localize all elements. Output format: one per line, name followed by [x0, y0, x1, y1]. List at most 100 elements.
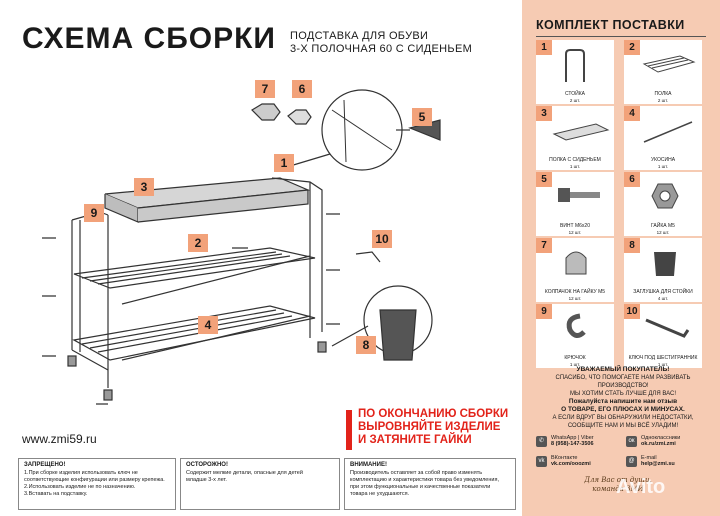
part-number: 3 — [536, 106, 552, 121]
contact-vk[interactable]: vk ВКонтакте vk.com/ooozmi — [536, 452, 620, 470]
thanks-heading: УВАЖАЕМЫЙ ПОКУПАТЕЛЬ! — [576, 366, 670, 373]
signature-stamp: Для Вас от души, команда ЗМИ — [566, 476, 670, 502]
part-number: 7 — [536, 238, 552, 253]
screw-icon — [558, 188, 600, 202]
part-card: 2 ПОЛКА 2 шт. — [624, 40, 702, 104]
odnoklassniki-icon: ок — [626, 435, 637, 447]
subtitle-line: 3-Х ПОЛОЧНАЯ 60 С СИДЕНЬЕМ — [290, 43, 473, 55]
callout-5: 5 — [412, 108, 432, 126]
part-card: 6 ГАЙКА М5 12 шт. — [624, 172, 702, 236]
part-qty: 2 шт. — [657, 98, 669, 103]
attention-title: ВНИМАНИЕ! — [350, 462, 387, 468]
callout-8: 8 — [356, 336, 376, 354]
upright-icon — [565, 49, 585, 82]
seat-shelf-icon — [552, 123, 610, 141]
thanks-line: МЫ ХОТИМ СТАТЬ ЛУЧШЕ ДЛЯ ВАС! — [569, 391, 677, 397]
part-number: 1 — [536, 40, 552, 55]
page-title: СХЕМА СБОРКИ — [22, 22, 276, 55]
part-card: 7 КОЛПАЧОК НА ГАЙКУ М5 12 шт. — [536, 238, 614, 302]
thanks-line: Пожалуйста напишите нам отзыв — [568, 398, 678, 405]
contact-value: vk.com/ooozmi — [551, 461, 591, 467]
callout-1: 1 — [274, 154, 294, 172]
contact-value: ok.ru/zmi.zmi — [641, 441, 676, 447]
part-qty: 1 шт. — [657, 164, 669, 169]
website-link[interactable]: www.zmi59.ru — [22, 432, 97, 446]
callout-9: 9 — [84, 204, 104, 222]
callout-4: 4 — [198, 316, 218, 334]
warning-bar — [346, 410, 352, 450]
callout-6: 6 — [292, 80, 312, 98]
part-label: УКОСИНА — [650, 157, 676, 163]
shoe-rack-drawing — [42, 89, 441, 405]
note-line: при этом функциональные и качественные п… — [350, 484, 491, 490]
part-qty: 1 шт. — [569, 362, 581, 367]
part-label: ПОЛКА — [654, 91, 672, 97]
contact-label: ВКонтакте — [551, 454, 578, 461]
thanks-line: О ТОВАРЕ, ЕГО ПЛЮСАХ И МИНУСАХ. — [561, 406, 685, 413]
part-qty: 12 шт. — [656, 230, 670, 235]
callout-10: 10 — [372, 230, 392, 248]
contact-value: 8 (958)-147-3506 — [551, 441, 594, 447]
end-plug-icon — [654, 252, 676, 276]
stamp-line: Для Вас от души, — [584, 476, 652, 484]
contact-whatsapp[interactable]: ✆ WhatsApp | Viber 8 (958)-147-3506 — [536, 432, 620, 450]
forbidden-title: ЗАПРЕЩЕНО! — [24, 462, 66, 468]
thanks-line: СПАСИБО, ЧТО ПОМОГАЕТЕ НАМ РАЗВИВАТЬ — [555, 375, 691, 381]
whatsapp-icon: ✆ — [536, 435, 547, 447]
part-card: 9 КРЮЧОК 1 шт. — [536, 304, 614, 368]
part-card: 3 ПОЛКА С СИДЕНЬЕМ 1 шт. — [536, 106, 614, 170]
finish-note-line: И ЗАТЯНИТЕ ГАЙКИ — [358, 434, 472, 446]
callout-2: 2 — [188, 234, 208, 252]
contact-label: Одноклассники — [641, 434, 681, 441]
divider — [536, 36, 706, 37]
thanks-line: СООБЩИТЕ НАМ И МЫ ВСЁ УЛАДИМ! — [567, 423, 679, 429]
finish-note-line: ПО ОКОНЧАНИЮ СБОРКИ — [358, 408, 509, 420]
contact-label: WhatsApp | Viber — [551, 434, 594, 441]
part-number: 9 — [536, 304, 552, 319]
thanks-line: А ЕСЛИ ВДРУГ ВЫ ОБНАРУЖИЛИ НЕДОСТАТКИ, — [552, 415, 694, 421]
stamp-line: команда ЗМИ — [592, 485, 644, 493]
note-line: 1.При сборке изделия использовать ключ н… — [24, 470, 138, 476]
part-number: 4 — [624, 106, 640, 121]
forbidden-box: ЗАПРЕЩЕНО! 1.При сборке изделия использо… — [18, 458, 176, 510]
part-qty: 12 шт. — [568, 296, 582, 301]
callout-3: 3 — [134, 178, 154, 196]
part-number: 10 — [624, 304, 640, 319]
contact-ok[interactable]: ок Одноклассники ok.ru/zmi.zmi — [626, 432, 710, 450]
finish-note-line: ВЫРОВНЯЙТЕ ИЗДЕЛИЕ — [358, 421, 501, 433]
nut-icon — [651, 183, 679, 209]
hook-icon — [566, 313, 586, 338]
caution-box: ОСТОРОЖНО! Содержит мелкие детали, опасн… — [180, 458, 340, 510]
kit-title: КОМПЛЕКТ ПОСТАВКИ — [536, 18, 685, 32]
brace-icon — [643, 121, 693, 143]
part-number: 8 — [624, 238, 640, 253]
part-qty: 1 шт. — [657, 362, 669, 367]
part-label: ВИНТ М6x20 — [560, 223, 590, 229]
attention-box: ВНИМАНИЕ! Производитель оставляет за соб… — [344, 458, 516, 510]
page-subtitle: ПОДСТАВКА ДЛЯ ОБУВИ 3-Х ПОЛОЧНАЯ 60 С СИ… — [290, 30, 472, 56]
shelf-icon — [642, 55, 696, 73]
avito-watermark: Avito — [616, 476, 666, 498]
part-number: 5 — [536, 172, 552, 187]
note-line: 3.Вставать на подставку. — [24, 491, 88, 497]
note-line: младше 3-х лет. — [186, 477, 227, 483]
part-number: 2 — [624, 40, 640, 55]
hex-key-icon — [645, 318, 690, 338]
finish-note: ПО ОКОНЧАНИЮ СБОРКИ ВЫРОВНЯЙТЕ ИЗДЕЛИЕ И… — [346, 408, 508, 450]
part-label: ЗАГЛУШКА ДЛЯ СТОЙКИ — [633, 289, 693, 295]
part-card: 10 КЛЮЧ ПОД ШЕСТИГРАННИК 1 шт. — [624, 304, 702, 368]
part-qty: 4 шт. — [657, 296, 669, 301]
part-label: КЛЮЧ ПОД ШЕСТИГРАННИК — [628, 355, 698, 361]
assembly-diagram: 7 6 5 1 3 9 2 10 4 8 — [10, 70, 515, 450]
email-icon: @ — [626, 455, 637, 467]
part-card: 5 ВИНТ М6x20 12 шт. — [536, 172, 614, 236]
part-label: ПОЛКА С СИДЕНЬЕМ — [549, 157, 601, 163]
note-line: Производитель оставляет за собой право и… — [350, 470, 483, 476]
note-line: товара не ухудшаются. — [350, 491, 410, 497]
caution-title: ОСТОРОЖНО! — [186, 462, 228, 468]
part-qty: 1 шт. — [569, 164, 581, 169]
contact-email[interactable]: @ E-mail help@zmi.su — [626, 452, 710, 470]
note-line: 2.Использовать изделие не по назначению. — [24, 484, 136, 490]
subtitle-line: ПОДСТАВКА ДЛЯ ОБУВИ — [290, 30, 429, 42]
